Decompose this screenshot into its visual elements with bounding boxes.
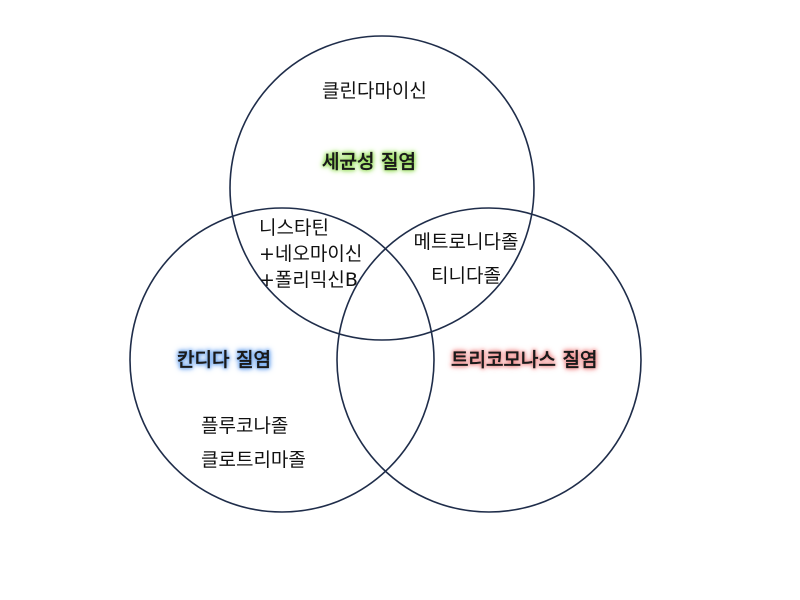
bacterial-only-drug: 클린다마이신	[322, 80, 427, 102]
trichomonas-vaginitis-title: 트리코모나스 질염	[451, 349, 598, 371]
candida-only-drugs: 플루코나졸 클로트리마졸	[201, 413, 306, 473]
bacterial-vaginosis-title: 세균성 질염	[322, 151, 417, 173]
candida-drug-2: 클로트리마졸	[201, 449, 306, 471]
trichomonas-vaginitis-circle	[336, 207, 642, 513]
overlap-bc-drug-1: 니스타틴	[259, 217, 329, 239]
bacterial-vaginosis-circle	[229, 35, 535, 341]
candida-vaginitis-circle	[129, 207, 435, 513]
overlap-bt-drug-2: 티니다졸	[431, 265, 501, 287]
overlap-bc-drug-3: +폴리믹신B	[259, 269, 358, 291]
candida-vaginitis-title: 칸디다 질염	[177, 349, 272, 371]
overlap-bacterial-candida-drugs: 니스타틴 +네오마이신 +폴리믹신B	[259, 215, 362, 293]
overlap-bt-drug-1: 메트로니다졸	[413, 231, 519, 253]
candida-drug-1: 플루코나졸	[201, 415, 289, 437]
overlap-bc-drug-2: +네오마이신	[259, 243, 363, 265]
overlap-bacterial-trichomonas-drugs: 메트로니다졸 티니다졸	[408, 229, 524, 289]
